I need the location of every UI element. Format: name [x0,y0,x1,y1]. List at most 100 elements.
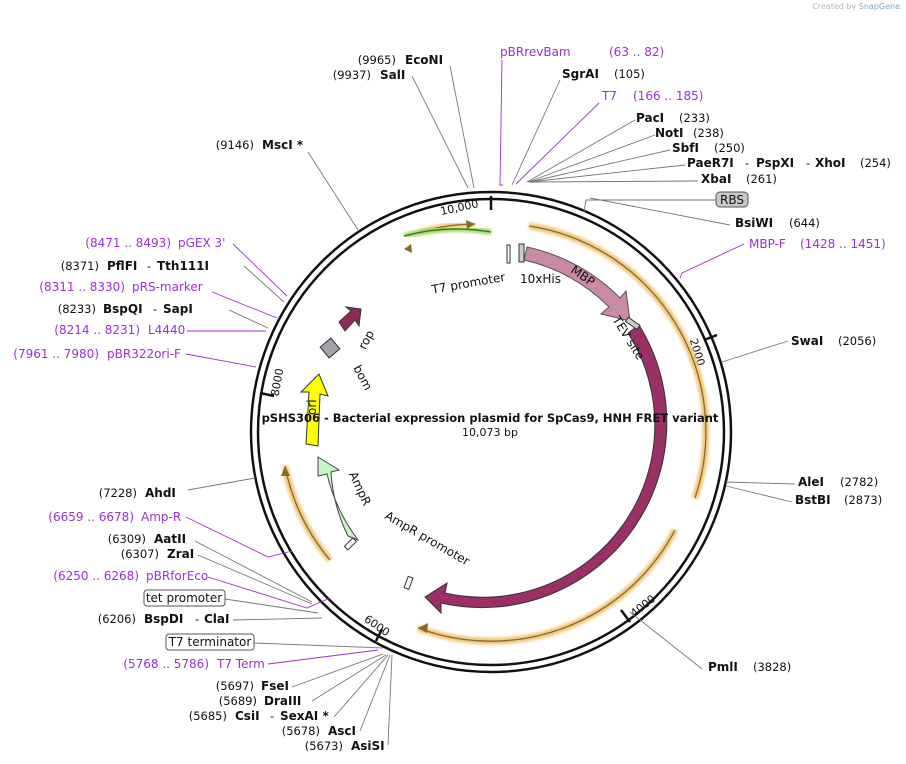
site-paer7i-sep2: - [806,156,810,170]
primer-prsmarker-range: (8311 .. 8330) [39,280,125,294]
ampr-feature[interactable] [317,456,360,542]
site-sbfi-pos: (250) [714,141,745,155]
primer-leader-lines [185,59,745,665]
ruler-ticks [259,196,718,642]
ampr-promoter-marker-2[interactable] [403,575,414,590]
primer-pbr322orif-name[interactable]: pBR322ori-F [107,347,181,361]
site-bstbi-pos: (2873) [844,493,882,507]
site-xbai-pos: (261) [746,172,777,186]
ampr-label: AmpR [346,469,374,507]
primer-pgex3-range: (8471 .. 8493) [85,236,171,250]
site-ahdi-name[interactable]: AhdI [145,486,176,500]
site-sapi-name[interactable]: SapI [163,302,193,316]
site-sali-name[interactable]: SalI [380,68,405,82]
site-paer7i-name[interactable]: PaeR7I [687,156,734,170]
site-asci-name[interactable]: AscI [328,724,356,738]
site-bspdi-name[interactable]: BspDI [144,612,183,626]
rop-feature[interactable] [338,306,362,332]
primer-ampr-name[interactable]: Amp-R [141,510,181,524]
t7-terminator-label: T7 terminator [168,635,252,649]
ruler-label-10000: 10,000 [439,197,479,218]
primer-t7term-name[interactable]: T7 Term [216,657,265,671]
site-alei-name[interactable]: AleI [798,475,824,489]
tet-promoter-badge[interactable] [143,589,226,607]
site-asisi-name[interactable]: AsiSI [351,739,385,753]
site-ahdi-pos: (7228) [99,486,137,500]
ampr-promoter-label: AmpR promoter [382,509,472,569]
primer-ampr-range: (6659 .. 6678) [48,510,134,524]
tev-site-marker[interactable] [624,316,641,331]
primer-pbr322orif-range: (7961 .. 7980) [13,347,99,361]
site-bstbi-name[interactable]: BstBI [795,493,831,507]
site-swai-name[interactable]: SwaI [791,334,823,348]
site-csii-name[interactable]: CsiI [235,709,260,723]
primer-pbrforeco-name[interactable]: pBRforEco [146,569,208,583]
rbs-badge[interactable] [715,191,749,208]
ampr-promoter-marker[interactable] [343,537,358,551]
primer-prsmarker-name[interactable]: pRS-marker [132,280,203,294]
site-noti-name[interactable]: NotI [655,126,684,140]
site-econi-name[interactable]: EcoNI [405,53,443,67]
site-sexai-name[interactable]: SexAI * [280,709,329,723]
cas9-feature[interactable] [424,324,668,615]
site-sgrai-name[interactable]: SgrAI [562,67,599,81]
site-pspxi-name[interactable]: PspXI [756,156,794,170]
site-bspqi-name[interactable]: BspQI [103,302,143,316]
primer-pgex3-name[interactable]: pGEX 3' [178,236,225,250]
site-aatii-name[interactable]: AatII [154,532,186,546]
site-paer7i-pos: (254) [860,156,891,170]
primer-mbpf-name[interactable]: MBP-F [749,237,786,251]
t7-terminator-badge[interactable] [165,633,255,651]
ori-label: ori [305,399,319,415]
site-fsei-name[interactable]: FseI [261,679,289,693]
primer-t7-name[interactable]: T7 [601,89,617,103]
primer-pbrrevbam-name[interactable]: pBRrevBam [500,45,571,59]
site-noti-pos: (238) [693,126,724,140]
ori-feature[interactable] [299,373,329,447]
tet-promoter-label: tet promoter [146,591,222,605]
site-pflfi-sep: - [147,259,151,273]
site-msci-name[interactable]: MscI * [262,138,304,152]
site-csii-sep: - [270,709,274,723]
site-econi-pos: (9965) [358,53,396,67]
site-paer7i-sep1: - [745,156,749,170]
site-paci-name[interactable]: PacI [636,111,664,125]
primer-l4440-name[interactable]: L4440 [148,323,185,337]
plasmid-size: 10,073 bp [462,426,518,439]
site-bsiwi-name[interactable]: BsiWI [735,216,773,230]
site-sbfi-name[interactable]: SbfI [672,141,699,155]
site-aatii-pos: (6309) [108,532,146,546]
primer-mbpf-range: (1428 .. 1451) [800,237,886,251]
site-sgrai-pos: (105) [614,67,645,81]
ruler-label-4000: 4000 [628,592,658,619]
site-zrai-name[interactable]: ZraI [167,547,194,561]
rop-label: rop [355,328,377,352]
site-bspqi-pos: (8233) [58,302,96,316]
site-tth111i-name[interactable]: Tth111I [157,259,209,273]
site-pmli-name[interactable]: PmlI [708,660,738,674]
his-tag-marker[interactable] [518,243,525,263]
site-csii-pos: (5685) [189,709,227,723]
mbp-feature[interactable] [523,246,631,322]
site-xhoi-name[interactable]: XhoI [815,156,846,170]
orf-arcs [281,221,710,645]
bom-feature[interactable] [319,337,341,359]
primer-pbrforeco-range: (6250 .. 6268) [53,569,139,583]
site-clai-name[interactable]: ClaI [204,612,229,626]
site-draiii-pos: (5689) [219,694,257,708]
site-zrai-pos: (6307) [121,547,159,561]
site-swai-pos: (2056) [838,334,876,348]
site-draiii-name[interactable]: DraIII [264,694,301,708]
site-asci-pos: (5678) [282,724,320,738]
site-asisi-pos: (5673) [305,739,343,753]
site-pflfi-name[interactable]: PflFI [107,259,137,273]
primer-t7term-range: (5768 .. 5786) [123,657,209,671]
site-bspdi-pos: (6206) [98,612,136,626]
site-xbai-name[interactable]: XbaI [701,172,731,186]
site-fsei-pos: (5697) [216,679,254,693]
site-paci-pos: (233) [679,111,710,125]
t7-promoter-marker[interactable] [506,244,511,264]
backbone-outer-ring [249,190,733,674]
snapgene-watermark: Created by SnapGene [812,2,900,11]
